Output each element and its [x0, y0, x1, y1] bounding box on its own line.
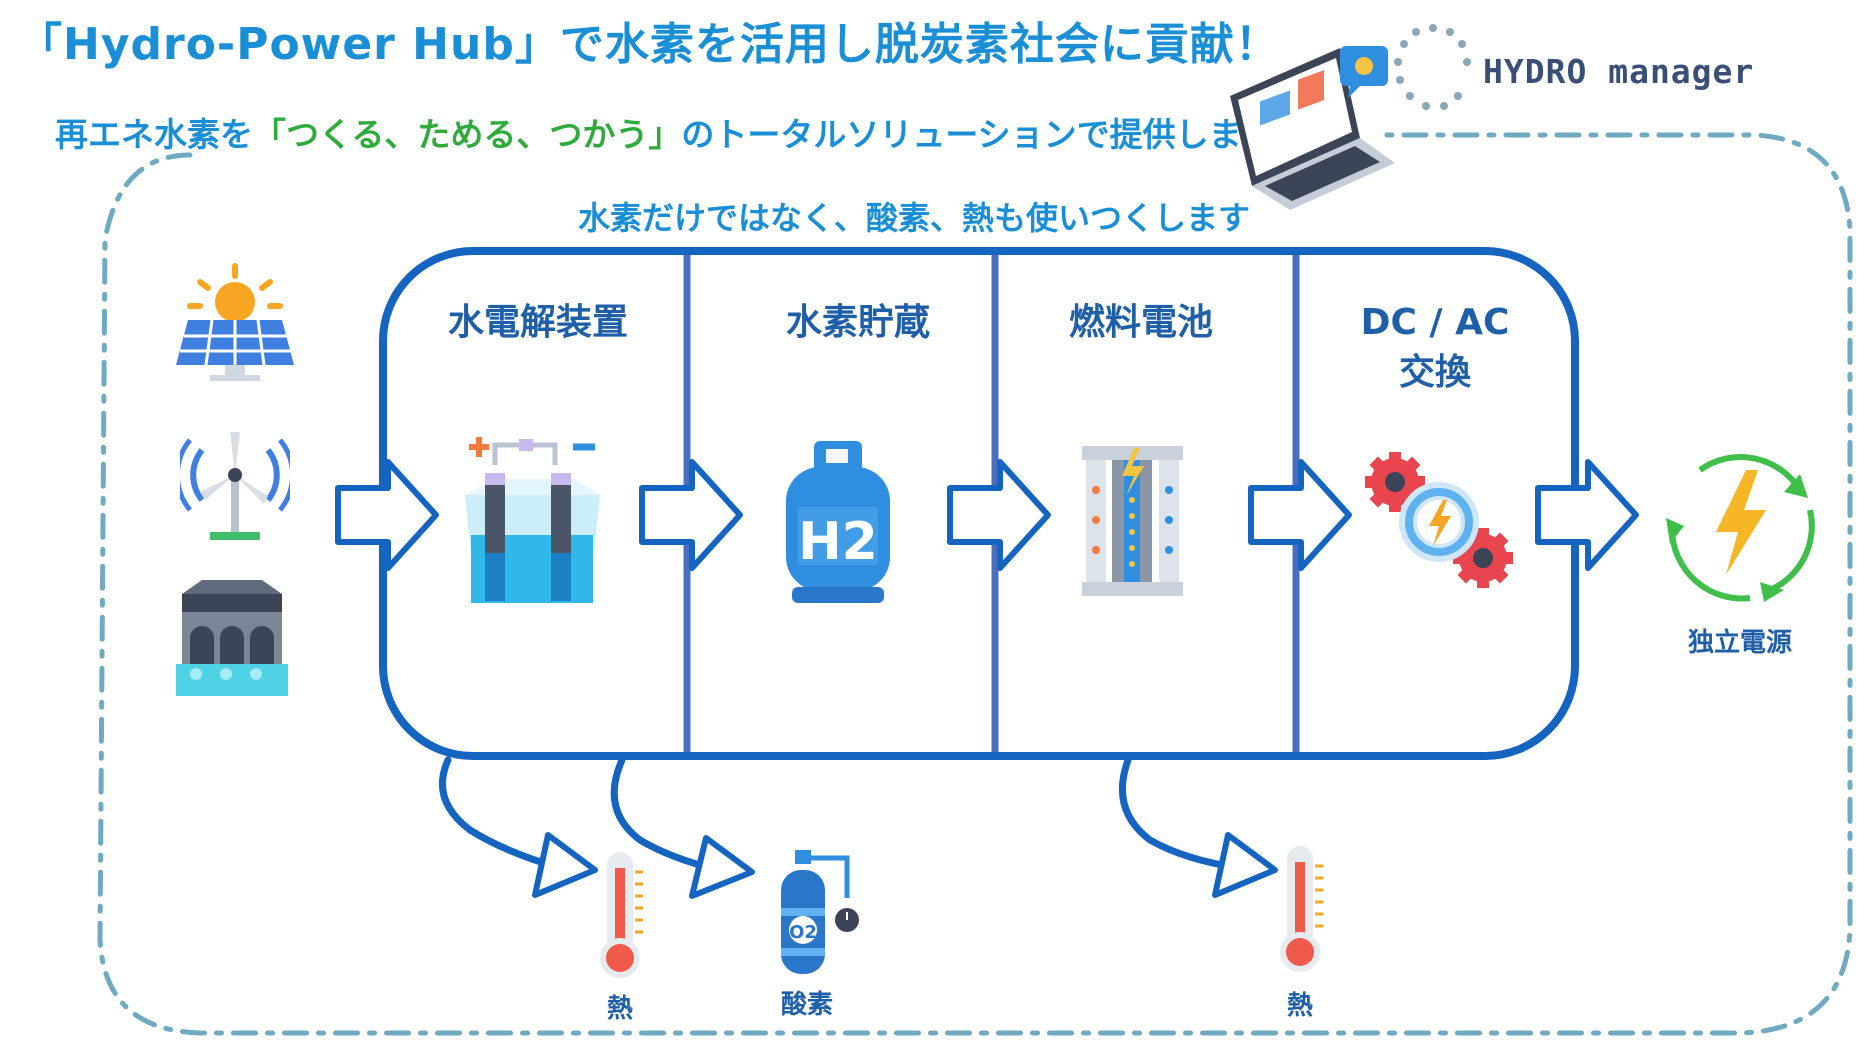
flow-arrow-4	[1248, 459, 1352, 571]
hydro-manager-logo-icon	[1394, 24, 1471, 110]
subtitle-pre: 再エネ水素を	[55, 115, 253, 154]
stage-label-dc-ac-line1: DC / AC	[1360, 302, 1510, 343]
byproduct-label-oxygen: 酸素	[780, 990, 833, 1020]
subtitle-post: のトータルソリューションで提供します	[681, 115, 1275, 154]
output-label: 独立電源	[1687, 628, 1792, 658]
byproduct-arrowhead-1	[532, 832, 598, 898]
stage-label-dc-ac-line2: 交換	[1398, 352, 1471, 393]
flow-arrow-3	[947, 459, 1051, 571]
gear-power-icon	[1365, 452, 1513, 588]
byproduct-label-heat-1: 熱	[606, 994, 633, 1024]
stage-label-electrolyzer: 水電解装置	[447, 302, 628, 343]
byproduct-arrow-oxygen	[610, 756, 722, 874]
recycle-power-icon	[1666, 454, 1815, 602]
laptop-monitor-icon	[1230, 46, 1395, 210]
h2-text: H2	[798, 512, 878, 572]
flow-arrow-1	[335, 459, 439, 571]
byproduct-label-heat-2: 熱	[1286, 991, 1313, 1021]
o2-text: O2	[789, 922, 817, 943]
stage-label-fuel-cell: 燃料電池	[1068, 302, 1213, 343]
stage-label-dc-ac: DC / AC 交換	[1290, 298, 1580, 398]
hydrogen-tank-icon: H2	[786, 441, 890, 603]
byproduct-note: 水素だけではなく、酸素、熱も使いつくします	[578, 199, 1251, 237]
logo-text: HYDRO manager	[1483, 52, 1755, 91]
stage-label-hydrogen-storage: 水素貯蔵	[785, 302, 930, 343]
thermometer-icon-2	[1280, 846, 1323, 972]
byproduct-arrowhead-2	[689, 835, 755, 899]
hydro-dam-icon	[176, 580, 288, 696]
fuel-cell-icon	[1082, 446, 1183, 596]
byproduct-arrow-heat-1	[438, 756, 564, 872]
wind-turbine-icon	[180, 432, 290, 540]
subtitle-highlight: 「つくる、ためる、つかう」	[253, 115, 682, 154]
byproduct-arrowhead-3	[1212, 832, 1278, 898]
oxygen-cylinder-icon: O2	[781, 850, 859, 974]
solar-panel-icon	[176, 263, 294, 381]
thermometer-icon-1	[600, 852, 643, 978]
byproduct-arrow-heat-2	[1118, 756, 1244, 872]
flow-arrow-2	[639, 459, 743, 571]
subtitle: 再エネ水素を「つくる、ためる、つかう」のトータルソリューションで提供します	[55, 108, 1275, 156]
page-title: 「Hydro-Power Hub」で水素を活用し脱炭素社会に貢献！	[18, 19, 1280, 70]
flow-arrow-5	[1535, 459, 1639, 571]
electrolyzer-icon	[465, 437, 600, 603]
